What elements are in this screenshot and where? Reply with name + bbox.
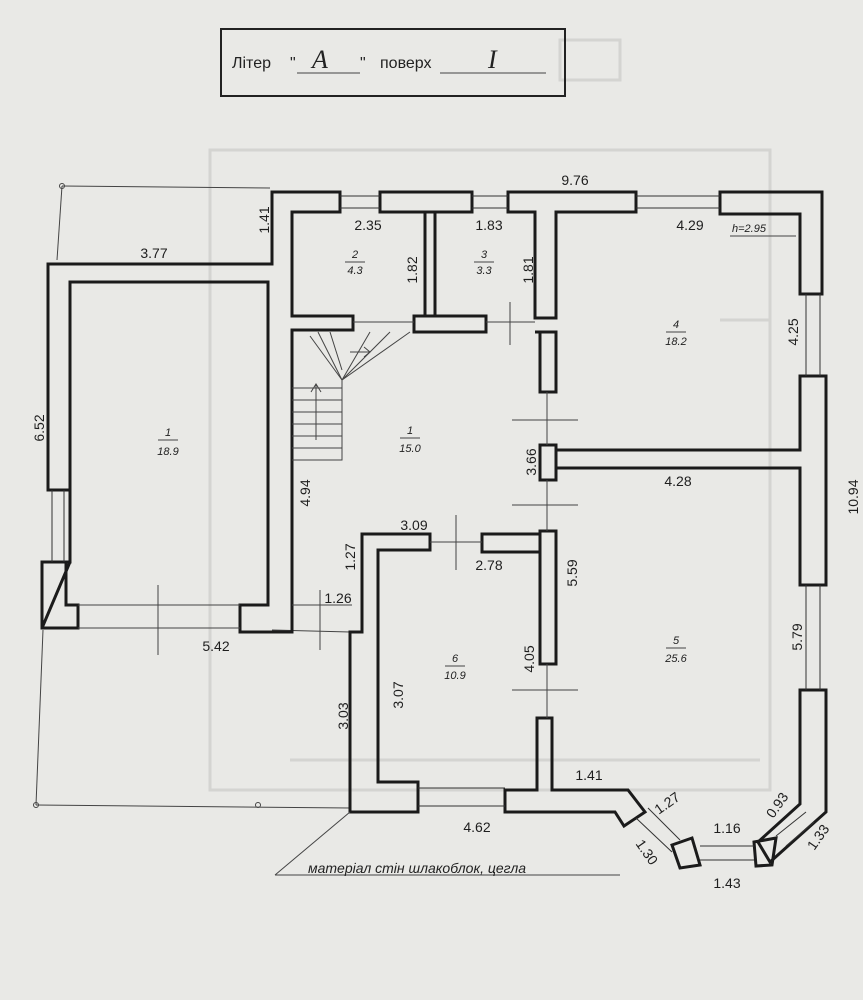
dim-top-width: 9.76 [561, 172, 588, 188]
svg-text:10.9: 10.9 [444, 670, 465, 682]
dim-room4-h: 4.25 [785, 318, 801, 345]
title-block: Літер " А " поверх I [220, 28, 566, 97]
dim-room5-right-h: 5.79 [789, 623, 805, 650]
room-labels: 1 15.0 1 18.9 2 4.3 3 3.3 4 18.2 5 25.6 [157, 249, 687, 682]
svg-text:18.9: 18.9 [157, 446, 178, 458]
svg-text:": " [290, 55, 296, 72]
svg-text:": " [360, 55, 366, 72]
dim-room5-h: 5.59 [564, 559, 580, 586]
svg-text:1: 1 [407, 425, 413, 437]
dim-lower-left-h: 3.03 [335, 702, 351, 729]
dim-bay-1-16: 1.16 [713, 820, 740, 836]
dim-left-height: 6.52 [31, 414, 47, 441]
dimension-labels: 9.76 2.35 1.83 4.29 3.77 1.82 1.81 1.41 … [31, 172, 861, 891]
svg-text:4.3: 4.3 [347, 265, 363, 277]
svg-text:3.3: 3.3 [476, 265, 492, 277]
svg-text:6: 6 [452, 653, 459, 665]
room-label-1-hall: 1 15.0 [399, 425, 421, 455]
walls [40, 190, 828, 870]
svg-text:1: 1 [165, 427, 171, 439]
dim-top-room2: 2.35 [354, 217, 381, 233]
room-label-6: 6 10.9 [444, 653, 465, 682]
svg-text:18.2: 18.2 [665, 336, 686, 348]
room-label-3: 3 3.3 [474, 249, 494, 277]
dim-corridor-h: 3.66 [523, 448, 539, 475]
floor-value: I [487, 45, 498, 74]
dim-room6-top-w: 3.09 [400, 517, 427, 533]
room-label-5: 5 25.6 [664, 635, 687, 665]
show-through-lines [208, 38, 772, 792]
ceiling-height: h=2.95 [732, 223, 767, 235]
staircase [292, 331, 411, 461]
dim-seg-1-27: 1.27 [342, 543, 358, 570]
dim-right-height: 10.94 [845, 479, 861, 514]
svg-text:15.0: 15.0 [399, 443, 421, 455]
material-note: матеріал стін шлакоблок, цегла [308, 860, 526, 876]
dim-bay-1-43: 1.43 [713, 875, 740, 891]
svg-text:2: 2 [351, 249, 358, 261]
room-label-4: 4 18.2 [665, 319, 686, 348]
dim-room5-w: 4.28 [664, 473, 691, 489]
liter-label: Літер [232, 55, 271, 72]
svg-text:5: 5 [673, 635, 680, 647]
windows [51, 195, 821, 861]
dim-bay-1-27: 1.27 [651, 789, 683, 818]
dim-room2-h: 1.82 [404, 256, 420, 283]
dim-top-room4: 4.29 [676, 217, 703, 233]
plot-boundary [33, 183, 351, 809]
dim-bay-1-30: 1.30 [633, 836, 662, 868]
dim-left-top-w: 3.77 [140, 245, 167, 261]
dim-seg-1-26: 1.26 [324, 590, 351, 606]
dim-room6-inner-w: 2.78 [475, 557, 502, 573]
svg-text:25.6: 25.6 [664, 653, 687, 665]
dim-bay-1-41: 1.41 [575, 767, 602, 783]
dim-room3-h: 1.81 [520, 256, 536, 283]
svg-text:3: 3 [481, 249, 488, 261]
room-label-1-garage: 1 18.9 [157, 427, 178, 458]
room-label-2: 2 4.3 [345, 249, 365, 277]
dim-left-offset-h: 1.41 [256, 206, 272, 233]
dim-room1-bottom-w: 5.42 [202, 638, 229, 654]
liter-value: А [310, 45, 328, 74]
dim-top-room3: 1.83 [475, 217, 502, 233]
floor-label: поверх [380, 55, 432, 72]
svg-text:4: 4 [673, 319, 679, 331]
dim-stair-h: 4.94 [297, 479, 313, 506]
door-markers [78, 302, 578, 718]
dim-room6-side-h: 4.05 [521, 645, 537, 672]
dim-room6-h: 3.07 [390, 681, 406, 708]
dim-bay-1-33: 1.33 [804, 821, 833, 853]
dim-room6-bottom-w: 4.62 [463, 819, 490, 835]
leader-line [274, 811, 351, 876]
